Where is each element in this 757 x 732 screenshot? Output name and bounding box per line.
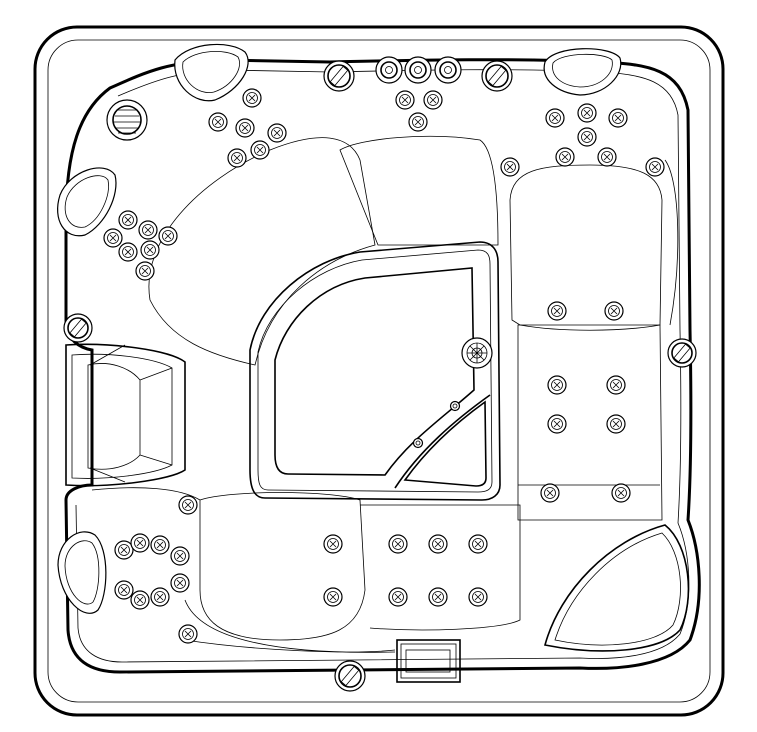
seat-top-left <box>148 137 376 366</box>
jet-nozzle-icon <box>118 210 138 230</box>
seat-right-top <box>509 164 663 331</box>
shell-lip <box>47 39 711 703</box>
lounge-seat-inner <box>71 344 173 483</box>
jet-nozzle-icon <box>135 261 155 281</box>
jet-nozzle-icon <box>608 108 628 128</box>
bench-bottom <box>199 492 366 641</box>
footwell-inner <box>274 267 475 476</box>
jet-nozzle-icon <box>540 483 560 503</box>
outer-shell-edge <box>33 25 725 717</box>
jet-nozzle-icon <box>577 103 597 123</box>
pillow-headrest-icon <box>57 167 117 237</box>
air-control-icon[interactable] <box>404 56 432 84</box>
jet-nozzle-icon <box>250 140 270 160</box>
pillow-headrest-icon <box>174 43 249 102</box>
jet-nozzle-icon <box>428 587 448 607</box>
jet-nozzle-icon <box>114 580 134 600</box>
jet-nozzle-icon <box>323 534 343 554</box>
jet-nozzle-icon <box>604 301 624 321</box>
seat-top-center <box>339 135 499 246</box>
air-control-icon[interactable] <box>434 56 462 84</box>
filter-skimmer-icon <box>106 99 148 141</box>
jet-nozzle-icon <box>242 88 262 108</box>
diverter-valve-icon[interactable] <box>334 660 366 692</box>
diverter-valve-icon[interactable] <box>667 338 697 368</box>
jet-nozzle-icon <box>208 112 228 132</box>
small-jet-icon <box>412 437 424 449</box>
jet-nozzle-icon <box>555 147 575 167</box>
pillow-headrest-icon <box>543 48 622 96</box>
footwell-step <box>394 394 491 489</box>
jet-nozzle-icon <box>395 90 415 110</box>
jet-nozzle-icon <box>547 301 567 321</box>
small-jet-icon <box>449 400 461 412</box>
jet-nozzle-icon <box>500 157 520 177</box>
corner-seat-inner <box>554 532 681 646</box>
jet-nozzle-icon <box>606 414 626 434</box>
jet-nozzle-icon <box>423 90 443 110</box>
jet-nozzle-icon <box>267 123 287 143</box>
footwell-outer <box>249 241 501 501</box>
jet-nozzle-icon <box>130 590 150 610</box>
tub-interior-inner-edge <box>75 69 690 663</box>
jet-nozzle-icon <box>597 147 617 167</box>
control-panel-icon <box>396 639 461 683</box>
jet-nozzle-icon <box>140 240 160 260</box>
jet-nozzle-icon <box>138 220 158 240</box>
jet-nozzle-icon <box>611 483 631 503</box>
jet-nozzle-icon <box>130 533 150 553</box>
seat-right-line <box>518 159 679 486</box>
bench-bottom-left <box>91 487 396 653</box>
corner-seat-bottom-right <box>544 524 690 652</box>
jet-nozzle-icon <box>227 148 247 168</box>
diverter-valve-icon[interactable] <box>323 60 355 92</box>
suction-drain-icon <box>461 337 493 369</box>
jet-nozzle-icon <box>388 534 408 554</box>
footwell-mid <box>257 249 493 493</box>
jet-nozzle-icon <box>408 112 428 132</box>
lounge-seat <box>65 343 186 487</box>
jet-nozzle-icon <box>150 535 170 555</box>
jet-nozzle-icon <box>545 108 565 128</box>
bench-bottom-right <box>360 504 521 631</box>
diverter-valve-icon[interactable] <box>63 313 93 343</box>
jet-nozzle-icon <box>170 573 190 593</box>
jet-nozzle-icon <box>118 242 138 262</box>
jet-nozzle-icon <box>235 118 255 138</box>
jets-group <box>103 88 665 644</box>
jet-nozzle-icon <box>468 587 488 607</box>
jet-nozzle-icon <box>178 624 198 644</box>
jet-nozzle-icon <box>547 414 567 434</box>
jet-nozzle-icon <box>577 127 597 147</box>
jet-nozzle-icon <box>547 375 567 395</box>
jet-nozzle-icon <box>388 587 408 607</box>
jet-nozzle-icon <box>114 540 134 560</box>
jet-nozzle-icon <box>606 375 626 395</box>
tub-interior-outline <box>64 58 701 674</box>
valves-group <box>63 56 697 692</box>
jet-nozzle-icon <box>103 228 123 248</box>
diverter-valve-icon[interactable] <box>481 60 513 92</box>
jet-nozzle-icon <box>178 495 198 515</box>
jet-nozzle-icon <box>468 534 488 554</box>
jet-nozzle-icon <box>158 226 178 246</box>
jet-nozzle-icon <box>323 587 343 607</box>
jet-nozzle-icon <box>428 534 448 554</box>
pillow-headrest-icon <box>57 531 107 614</box>
seat-right-bottom <box>517 324 663 521</box>
jet-nozzle-icon <box>170 546 190 566</box>
jet-nozzle-icon <box>150 587 170 607</box>
air-control-icon[interactable] <box>375 56 403 84</box>
jet-nozzle-icon <box>645 157 665 177</box>
